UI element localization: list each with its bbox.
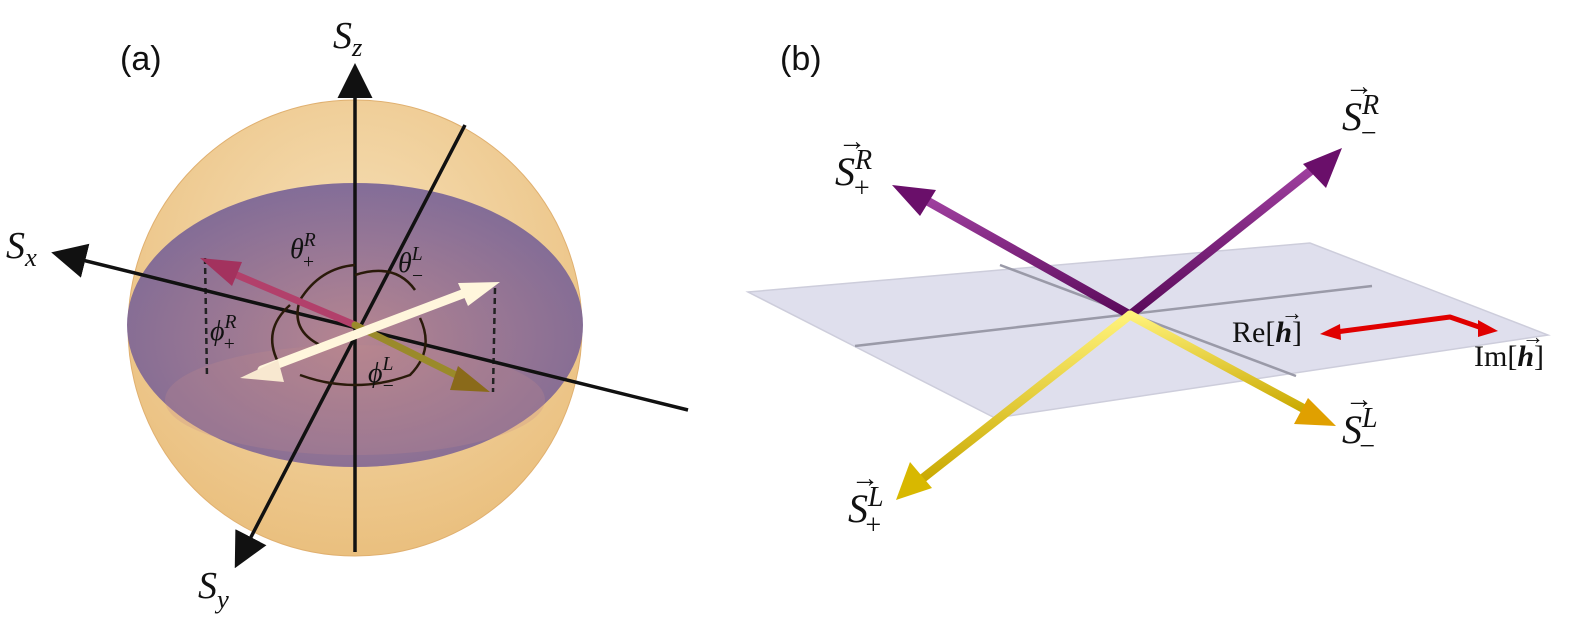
vector-minus-L-head xyxy=(450,366,490,392)
vector-s-minus-R-head xyxy=(1303,148,1342,188)
s-plus-L-label: SL+ xyxy=(848,482,884,541)
phi-minus-L-label: ϕL− xyxy=(368,354,395,397)
re-h-arrow-icon: → xyxy=(1281,300,1303,325)
sx-label: Sx xyxy=(6,225,37,272)
s-minus-L-arrow-icon: → xyxy=(1345,384,1373,415)
panel-b-label: (b) xyxy=(780,40,822,78)
sz-label: Sz xyxy=(333,15,362,62)
phi-plus-R-arc xyxy=(270,304,291,363)
dashed-line-left xyxy=(203,257,209,379)
vector-re-im-h xyxy=(1335,314,1483,335)
s-plus-R-arrow-icon: → xyxy=(838,126,866,157)
s-plus-L-arrow-icon: → xyxy=(851,463,879,494)
vector-s-minus-L-head xyxy=(1294,398,1336,426)
panel-b: (b) SR+ → SR− → SL+ → SL− → Re[h] → Im[h… xyxy=(745,40,1551,541)
s-minus-L-label: SL− xyxy=(1342,403,1378,462)
vector-re-h-head xyxy=(1320,324,1341,340)
plane xyxy=(745,242,1551,419)
phi-plus-R-label: ϕR+ xyxy=(210,312,237,355)
theta-plus-R-label: θR+ xyxy=(290,230,316,273)
theta-minus-L-label: θL− xyxy=(398,244,424,287)
sy-label: Sy xyxy=(198,565,229,614)
vector-s-plus-L-head xyxy=(896,462,932,500)
s-minus-R-label: SR− xyxy=(1342,90,1379,149)
vector-s-minus-R xyxy=(1125,160,1323,320)
s-plus-R-label: SR+ xyxy=(835,145,872,204)
plane-grid-line-2 xyxy=(854,284,1373,348)
vector-s-minus-L xyxy=(1125,310,1315,417)
s-minus-R-arrow-icon: → xyxy=(1345,71,1373,102)
im-h-arrow-icon: → xyxy=(1522,324,1544,349)
vector-minus-L xyxy=(351,321,466,382)
vector-plus-R-head xyxy=(200,258,242,286)
im-h-label: Im[h] xyxy=(1474,340,1544,373)
phi-minus-L-arc xyxy=(299,317,427,387)
panel-a-label: (a) xyxy=(120,40,162,78)
panel-a: (a) Sz Sx Sy θR+ θ xyxy=(6,15,689,614)
sy-axis xyxy=(234,124,467,569)
re-h-label: Re[h] xyxy=(1232,316,1302,349)
vector-s-plus-R-head xyxy=(892,185,936,216)
dashed-line-right xyxy=(491,287,497,393)
vector-s-plus-L xyxy=(913,310,1135,487)
theta-minus-L-arc xyxy=(354,269,417,291)
vector-s-plus-R xyxy=(917,193,1135,320)
vector-white xyxy=(257,288,470,375)
vector-white-head-left xyxy=(240,360,284,382)
vector-white-head-right xyxy=(458,282,500,306)
vector-im-h-head xyxy=(1478,320,1498,337)
vector-plus-R xyxy=(221,266,359,329)
